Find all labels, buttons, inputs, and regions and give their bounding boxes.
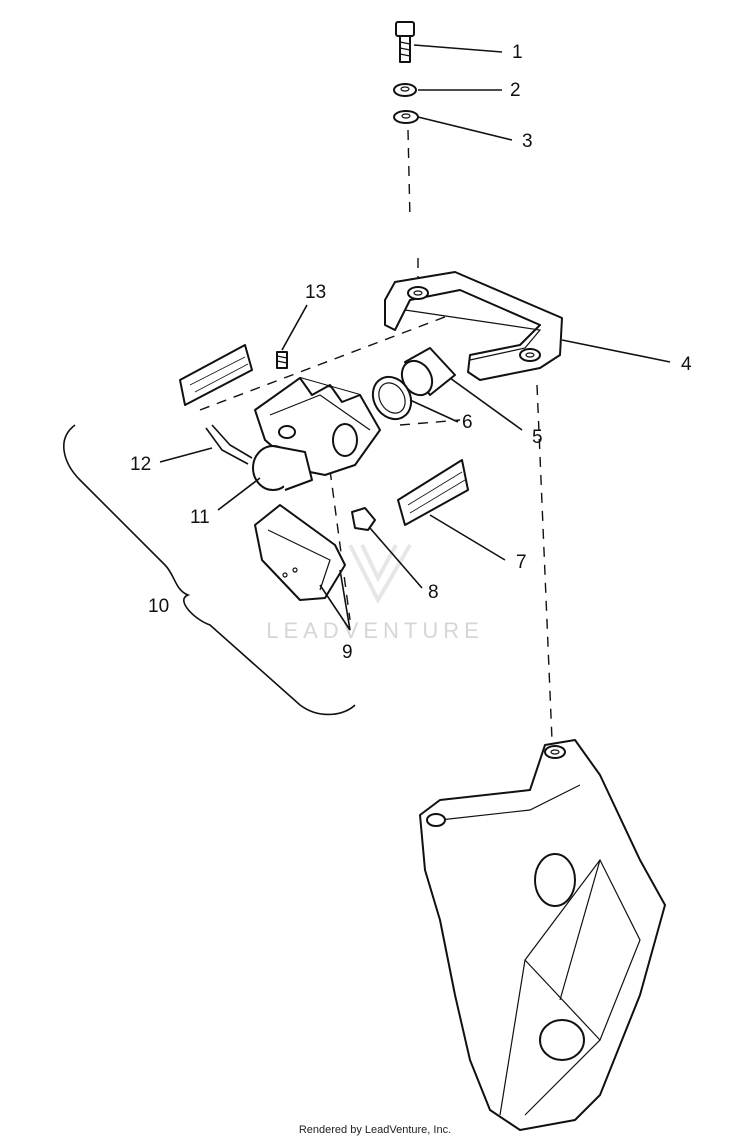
- piston-part: [400, 347, 456, 397]
- assembly-brace: [63, 424, 356, 716]
- callout-12: 12: [130, 454, 151, 475]
- caliper-bracket-part: [384, 271, 563, 381]
- callout-4: 4: [681, 354, 692, 375]
- seal-ring-part: [371, 375, 413, 421]
- chaincase-frame-part: [419, 739, 666, 1131]
- watermark-logo: [348, 543, 412, 605]
- callout-1: 1: [512, 42, 523, 63]
- bleeder-screw-part: [276, 351, 288, 369]
- flat-washer-part: [393, 110, 419, 124]
- brake-line-part: [205, 424, 253, 465]
- callout-13: 13: [305, 282, 326, 303]
- callout-7: 7: [516, 552, 527, 573]
- callout-8: 8: [428, 582, 439, 603]
- callout-9: 9: [342, 642, 353, 663]
- caliper-cylinder-part: [252, 445, 313, 491]
- fitting-part: [351, 507, 376, 531]
- callout-2: 2: [510, 80, 521, 101]
- pad-shim-upper-part: [179, 344, 253, 406]
- pad-shim-lower-part: [397, 459, 469, 526]
- watermark-text: LEADVENTURE: [266, 618, 484, 643]
- callout-5: 5: [532, 427, 543, 448]
- leader-lines: [159, 44, 671, 631]
- callout-10: 10: [148, 596, 169, 617]
- callout-6: 6: [462, 412, 473, 433]
- callout-3: 3: [522, 131, 533, 152]
- bolt-part: [395, 21, 415, 63]
- brake-pad-part: [254, 504, 346, 601]
- footer-credit: Rendered by LeadVenture, Inc.: [298, 1124, 452, 1136]
- lock-washer-part: [393, 83, 417, 97]
- callout-11: 11: [190, 507, 210, 528]
